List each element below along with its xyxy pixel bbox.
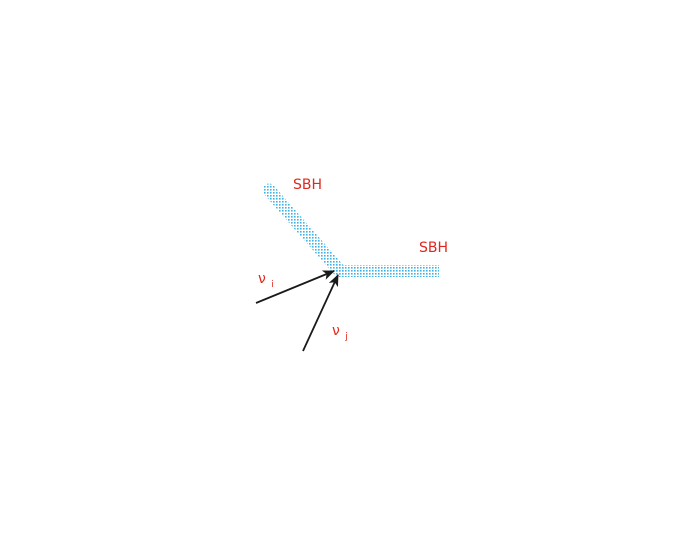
sbh-right-label: SBH — [419, 240, 448, 256]
nu-i-symbol: ν — [258, 271, 266, 287]
nu-j-arrow — [302, 274, 339, 352]
nu-i-subscript: i — [271, 280, 274, 290]
nu-j-label: ν j — [332, 323, 348, 342]
nu-j-symbol: ν — [332, 323, 340, 339]
nu-i-label: ν i — [258, 271, 274, 290]
nu-j-subscript: j — [344, 332, 348, 342]
sbh-beam-upper — [262, 183, 345, 276]
sbh-upper-label: SBH — [293, 177, 322, 193]
nu-i-arrow — [255, 270, 335, 304]
